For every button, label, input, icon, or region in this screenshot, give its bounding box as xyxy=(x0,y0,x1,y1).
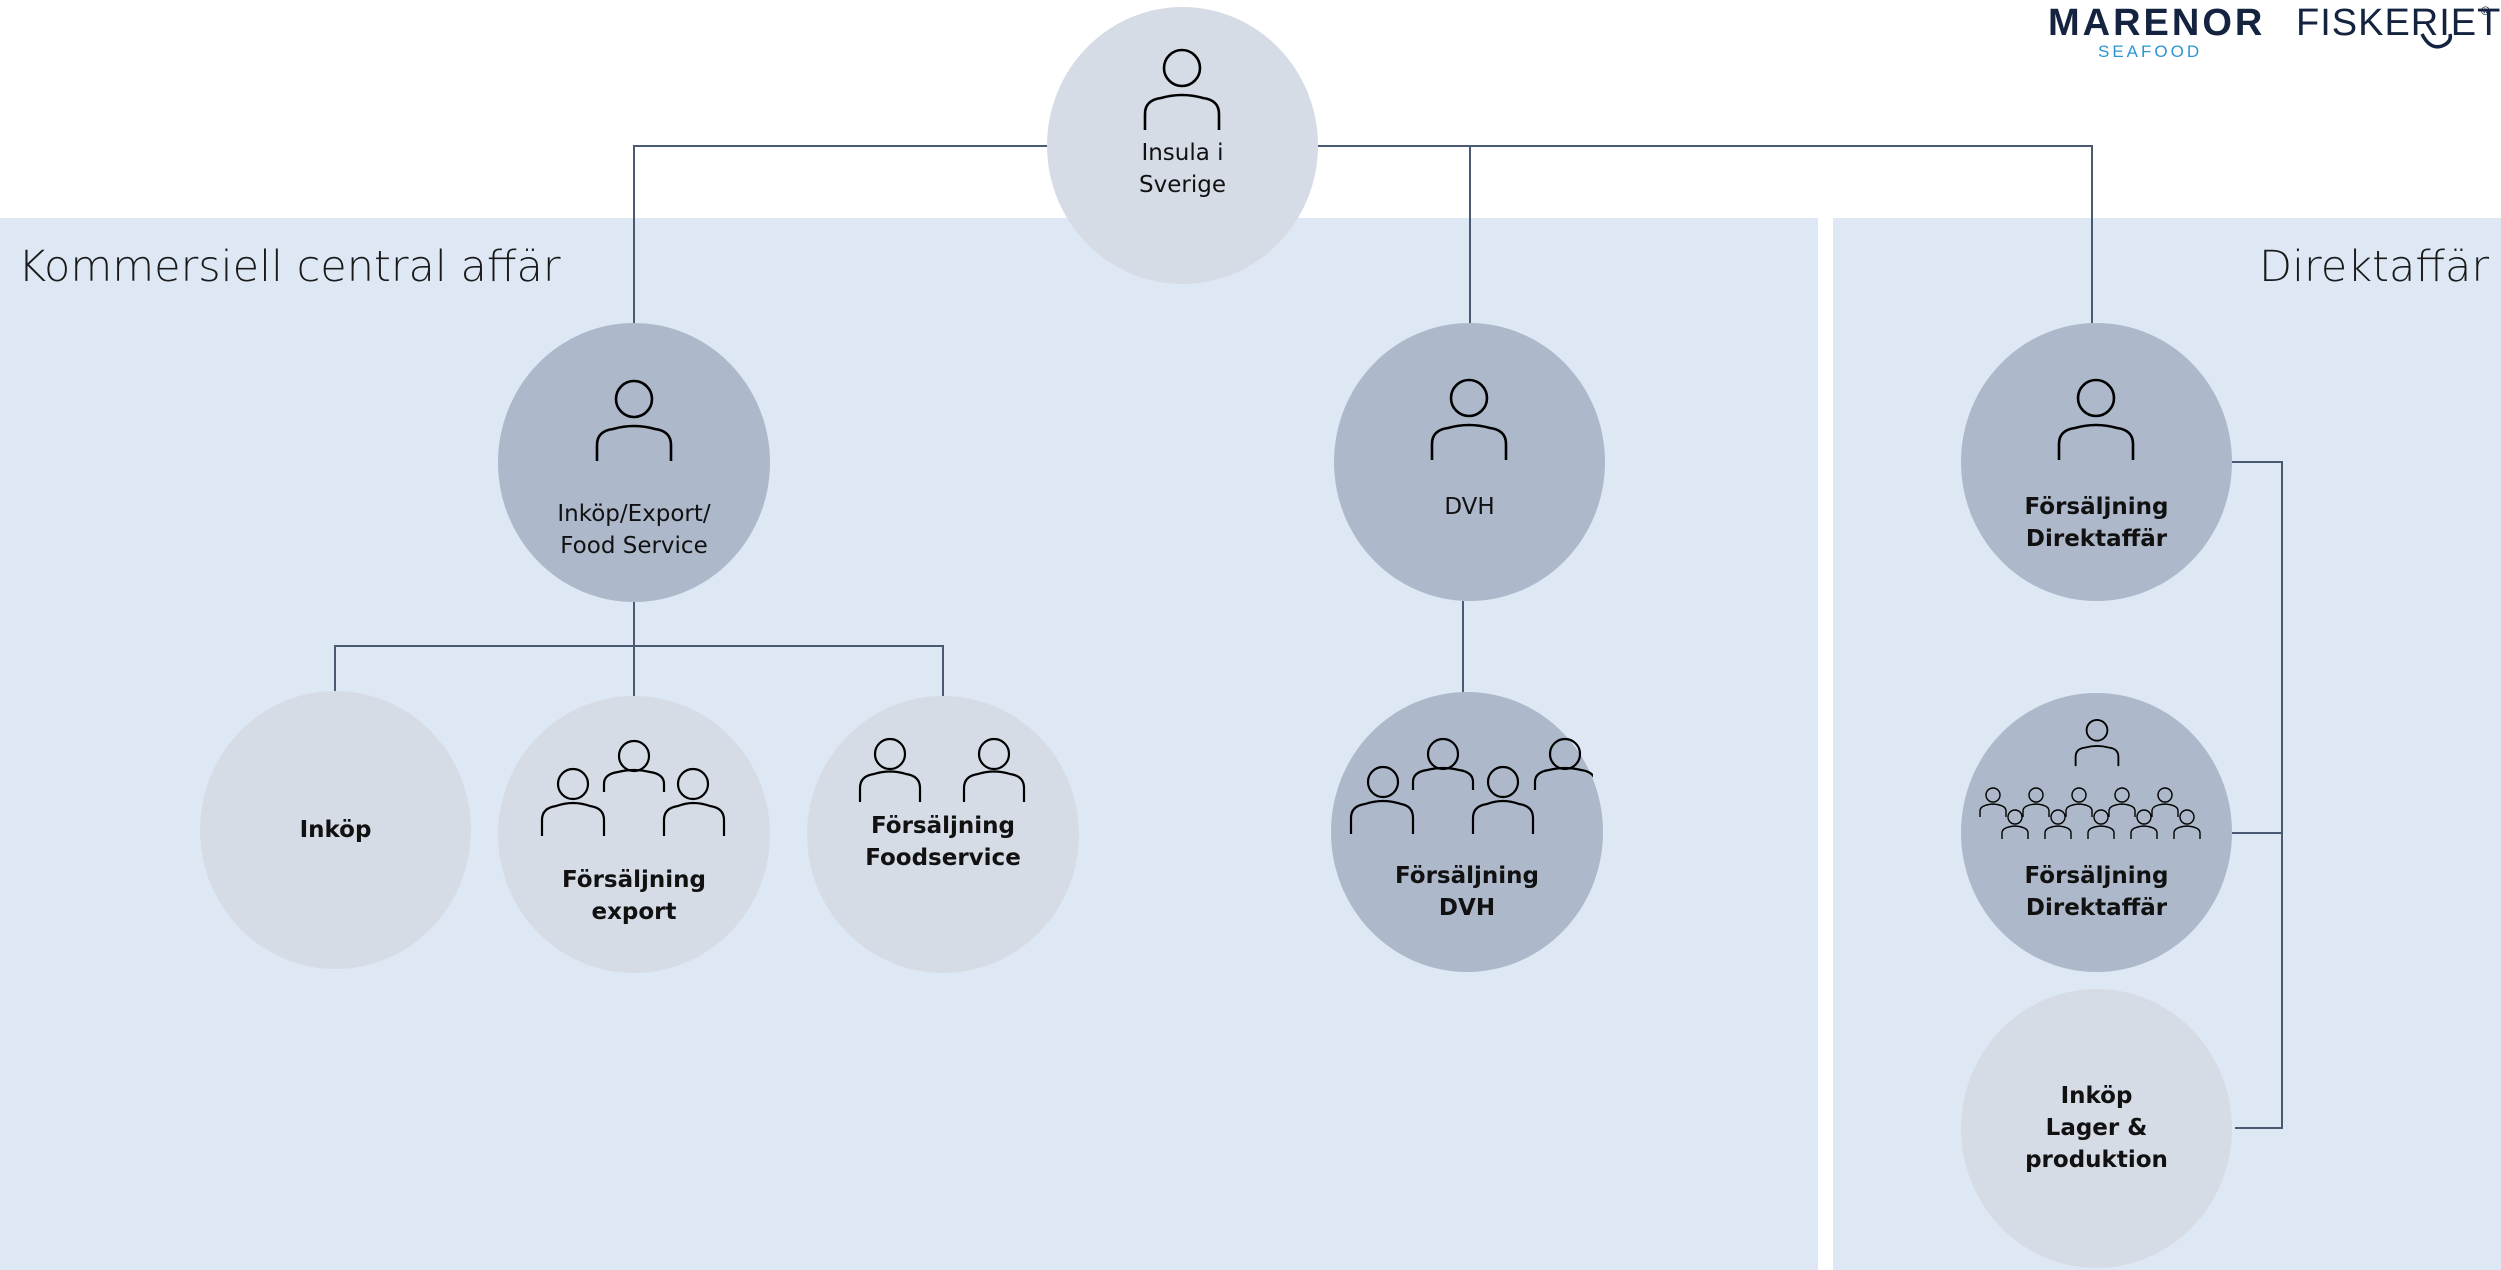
node-label: DVH xyxy=(1444,494,1495,520)
node-label: Inköp xyxy=(299,817,372,843)
fiskeriet-logo: FISKERIET xyxy=(2296,2,2501,44)
team-icon xyxy=(1349,737,1593,834)
person-icon xyxy=(2057,378,2135,460)
hook-icon xyxy=(2420,33,2453,49)
connector-direkt-bracket xyxy=(2232,461,2283,1129)
person-icon xyxy=(2074,718,2120,767)
org-node-inkop[interactable]: Inköp xyxy=(200,691,471,969)
connector-branch-foodservice xyxy=(634,645,944,696)
marenor-logo: MARENOR xyxy=(2048,2,2266,44)
org-node-dvh[interactable]: DVH xyxy=(1334,323,1605,601)
section-title-commercial: Kommersiell central affär xyxy=(18,242,561,292)
connector-branch-inkop xyxy=(334,645,634,691)
person-icon xyxy=(1143,48,1221,130)
marenor-logo-subtitle: SEAFOOD xyxy=(2098,42,2203,61)
crowd-icon xyxy=(1979,787,2201,839)
connector-root-inkop-export xyxy=(633,145,1047,323)
section-title-direct: Direktaffär xyxy=(2258,242,2489,292)
person-icon xyxy=(595,379,673,461)
connector-root-dvh xyxy=(1318,145,1471,323)
connector-root-direkt xyxy=(1318,145,2093,323)
team-icon xyxy=(540,739,726,836)
registered-mark: ® xyxy=(2481,4,2490,18)
org-node-inkop-export-food-service[interactable]: Inköp/Export/Food Service xyxy=(498,323,770,602)
team-icon xyxy=(858,737,1026,802)
node-label: Inköp/Export/Food Service xyxy=(557,501,711,559)
person-icon xyxy=(1430,378,1508,460)
